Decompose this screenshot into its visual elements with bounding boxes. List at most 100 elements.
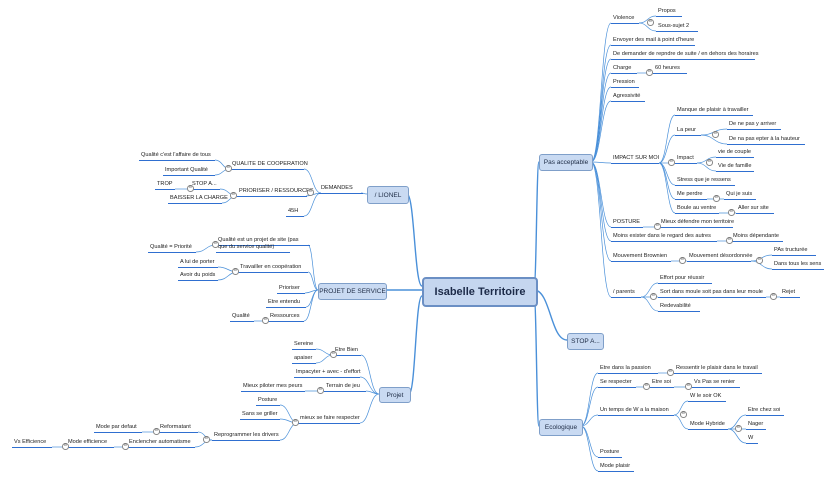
collapse-toggle-icon[interactable]: ⊖ [292,419,299,426]
node-qualite-projet-de-site[interactable]: Qualité est un projet de site (pas [218,237,299,243]
node-a-lui-de-porter[interactable]: A lui de porter [180,259,215,265]
collapse-toggle-icon[interactable]: ⊖ [232,268,239,275]
main-topic-pas-acceptable[interactable]: Pas acceptable [539,154,593,171]
central-topic[interactable]: Isabelle Territoire [422,277,538,307]
collapse-toggle-icon[interactable]: ⊖ [122,443,129,450]
node-enclencher-automatisme[interactable]: Enclencher automatisme [129,439,191,445]
node-posture[interactable]: Posture [258,397,278,403]
node-ressentir-plaisir[interactable]: Ressentir le plaisir dans le travail [676,365,758,371]
node-baisser-la-charge[interactable]: BAISSER LA CHARGE [170,195,228,201]
node-60-heures[interactable]: 60 heures [655,65,680,71]
main-topic-ecologique[interactable]: Ecologique [539,419,583,436]
node-mode-hybride[interactable]: Mode Hybride [690,421,725,427]
node-manque-de-plaisir[interactable]: Manque de plaisir à travailler [677,107,749,113]
collapse-toggle-icon[interactable]: ⊖ [726,237,733,244]
node-qualite-priorite[interactable]: Qualité = Priorité [150,244,192,250]
node-etre-dans-la-passion[interactable]: Etre dans la passion [600,365,651,371]
node-posture-pas[interactable]: POSTURE [613,219,641,225]
node-violence[interactable]: Violence [613,15,635,21]
node-etre-entendu[interactable]: Etre entendu [268,299,301,305]
node-terrain-de-jeu[interactable]: Terrain de jeu [326,383,360,389]
node-dans-tous-les-sens[interactable]: Dans tous les sens [774,261,822,267]
node-vie-de-famille[interactable]: Vie de famille [718,163,752,169]
node-qualite-projet-de-site-2[interactable]: que du service qualité) [218,244,275,250]
collapse-toggle-icon[interactable]: ⊖ [153,428,160,435]
collapse-toggle-icon[interactable]: ⊖ [735,425,742,432]
node-stress[interactable]: Stress que je ressens [677,177,731,183]
collapse-toggle-icon[interactable]: ⊖ [756,257,763,264]
node-w[interactable]: W [748,435,754,441]
node-qualite-de-cooperation[interactable]: QUALITE DE COOPERATION [232,161,308,167]
collapse-toggle-icon[interactable]: ⊖ [647,19,654,26]
node-pression[interactable]: Pression [613,79,635,85]
node-impact-sur-moi[interactable]: IMPACT SUR MOI [613,155,660,161]
node-sous-sujet-2[interactable]: Sous-sujet 2 [658,23,690,29]
node-travailler-en-cooperation[interactable]: Travailler en coopération [240,264,302,270]
main-topic-projet-de-service[interactable]: PROJET DE SERVICE [318,283,387,300]
collapse-toggle-icon[interactable]: ⊖ [307,189,314,196]
node-stop-a[interactable]: STOP A... [192,181,217,187]
node-nager[interactable]: Nager [748,421,764,427]
node-mieux-se-faire-respecter[interactable]: mieux se faire respecter [300,415,360,421]
node-mouvement-brownien[interactable]: Mouvement Brownien [613,253,668,259]
collapse-toggle-icon[interactable]: ⊖ [317,387,324,394]
collapse-toggle-icon[interactable]: ⊖ [712,131,719,138]
node-boule-au-ventre[interactable]: Boule au ventre [677,205,717,211]
collapse-toggle-icon[interactable]: ⊖ [212,241,219,248]
node-mode-efficience[interactable]: Mode efficience [68,439,108,445]
node-charge[interactable]: Charge [613,65,632,71]
node-trop[interactable]: TROP [157,181,173,187]
node-ressources[interactable]: Ressources [270,313,300,319]
node-me-perdre[interactable]: Me perdre [677,191,703,197]
node-temps-de-w[interactable]: Un temps de W a la maison [600,407,669,413]
node-demandes[interactable]: DEMANDES [321,185,353,191]
node-45h[interactable]: 45H [288,208,299,214]
collapse-toggle-icon[interactable]: ⊖ [203,436,210,443]
node-prioriser-ressources[interactable]: PRIORISER / RESSOURCES [239,188,314,194]
collapse-toggle-icon[interactable]: ⊖ [680,411,687,418]
collapse-toggle-icon[interactable]: ⊖ [230,192,237,199]
node-mieux-piloter-mes-peurs[interactable]: Mieux piloter mes peurs [243,383,303,389]
node-qui-je-suis[interactable]: Qui je suis [726,191,753,197]
collapse-toggle-icon[interactable]: ⊖ [668,159,675,166]
collapse-toggle-icon[interactable]: ⊖ [728,209,735,216]
node-etre-chez-soi[interactable]: Etre chez soi [748,407,781,413]
node-parents[interactable]: / parents [613,289,635,295]
node-qualite-affaire-de-tous[interactable]: Qualité c'est l'affaire de tous [141,152,211,158]
node-sereine[interactable]: Sereine [294,341,314,347]
node-mode-par-defaut[interactable]: Mode par defaut [96,424,137,430]
main-topic-stop[interactable]: STOP A... [567,333,604,350]
collapse-toggle-icon[interactable]: ⊖ [330,351,337,358]
node-sans-se-griller[interactable]: Sans se griller [242,411,278,417]
collapse-toggle-icon[interactable]: ⊖ [225,165,232,172]
node-avoir-du-poids[interactable]: Avoir du poids [180,272,216,278]
node-posture-eco[interactable]: Posture [600,449,620,455]
node-aller-sur-site[interactable]: Aller sur site [738,205,769,211]
node-pas-structuree[interactable]: PAs tructurée [774,247,808,253]
node-mode-plaisir[interactable]: Mode plaisir [600,463,631,469]
node-sort-dans-moule[interactable]: Sort dans moule soit pas dans leur moule [660,289,763,295]
node-pas-a-la-hauteur[interactable]: De na pas epter à la hauteur [729,136,800,142]
node-moins-exister[interactable]: Moins exister dans le regard des autres [613,233,711,239]
collapse-toggle-icon[interactable]: ⊖ [770,293,777,300]
node-etre-bien[interactable]: Etre Bien [335,347,359,353]
main-topic-projet[interactable]: Projet [379,387,411,403]
collapse-toggle-icon[interactable]: ⊖ [62,443,69,450]
collapse-toggle-icon[interactable]: ⊖ [654,223,661,230]
collapse-toggle-icon[interactable]: ⊖ [650,293,657,300]
node-effort-pour-reussir[interactable]: Effort pour réussir [660,275,705,281]
node-vs-efficience[interactable]: Vs Efficience [14,439,47,445]
node-propos[interactable]: Propos [658,8,676,14]
node-reformatant[interactable]: Reformatant [160,424,191,430]
node-moins-dependante[interactable]: Moins dépendante [733,233,780,239]
node-important-qualite[interactable]: Important Qualité [165,167,208,173]
node-apaiser[interactable]: apaiser [294,355,313,361]
node-demander-repondre[interactable]: De demander de repndre de suite / en deh… [613,51,759,57]
node-prioriser[interactable]: Prioriser [279,285,300,291]
node-se-respecter[interactable]: Se respecter [600,379,632,385]
collapse-toggle-icon[interactable]: ⊖ [706,159,713,166]
node-vie-de-couple[interactable]: vie de couple [718,149,751,155]
node-reprogrammer-les-drivers[interactable]: Reprogrammer les drivers [214,432,279,438]
collapse-toggle-icon[interactable]: ⊖ [667,369,674,376]
node-vs-pas-se-renier[interactable]: Vs Pas se renier [694,379,736,385]
